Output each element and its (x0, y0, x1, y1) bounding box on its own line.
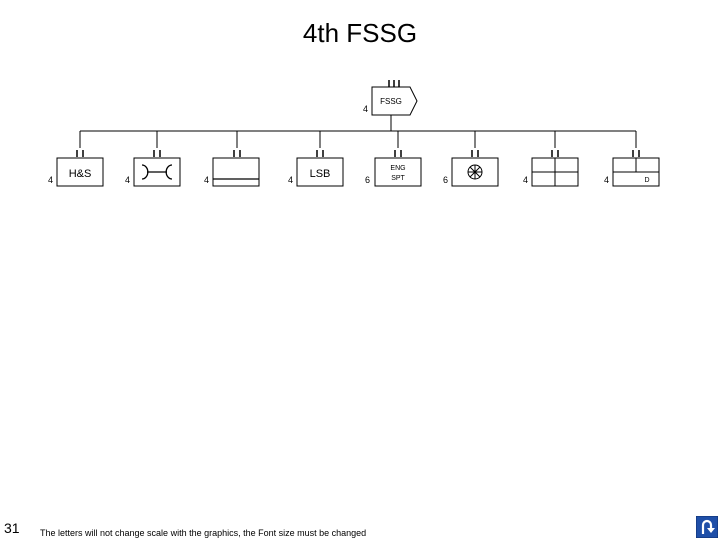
dental-cross-icon (613, 158, 659, 173)
hq-box (371, 86, 418, 116)
hq-unit[interactable]: FSSG 4 (363, 80, 418, 116)
unit-lsb-box (296, 157, 344, 187)
unit-medical[interactable]: 4 (523, 150, 579, 187)
return-button[interactable] (695, 515, 719, 539)
unit-medical-echelon (551, 150, 559, 157)
unit-lsb-echelon (316, 150, 324, 157)
unit-hs-label: H&S (69, 168, 92, 180)
hq-count: 4 (363, 104, 368, 114)
unit-dental-label: D (644, 177, 649, 184)
wheel-symbol-icon (467, 164, 483, 180)
unit-maintenance[interactable]: 4 (204, 150, 260, 187)
connector-lines (79, 115, 637, 148)
unit-dental-echelon (632, 150, 640, 157)
supply-symbol-icon (141, 164, 173, 180)
return-arrow-icon (695, 515, 719, 539)
unit-medical-count: 4 (523, 175, 528, 185)
footer-note: The letters will not change scale with t… (40, 528, 367, 538)
unit-hs-echelon (76, 150, 84, 157)
unit-eng-spt-box (374, 157, 422, 187)
unit-supply-count: 4 (125, 175, 130, 185)
unit-supply[interactable]: 4 (125, 150, 181, 187)
unit-dental[interactable]: D 4 (604, 150, 660, 187)
unit-eng-spt-echelon (394, 150, 402, 157)
unit-motor-transport[interactable]: 6 (443, 150, 499, 187)
unit-eng-spt-label-line1: ENG (390, 165, 405, 172)
unit-eng-spt[interactable]: ENG SPT 6 (365, 150, 422, 187)
unit-supply-echelon (153, 150, 161, 157)
unit-eng-spt-count: 6 (365, 175, 370, 185)
unit-maintenance-count: 4 (204, 175, 209, 185)
unit-lsb-count: 4 (288, 175, 293, 185)
unit-dental-count: 4 (604, 175, 609, 185)
hq-echelon-marks (388, 80, 400, 87)
unit-lsb-label: LSB (310, 168, 331, 180)
unit-lsb[interactable]: LSB 4 (288, 150, 344, 187)
unit-eng-spt-label-line2: SPT (391, 175, 405, 182)
medical-cross-icon (532, 158, 578, 186)
unit-hs-box (56, 157, 104, 187)
unit-hs[interactable]: H&S 4 (48, 150, 104, 187)
unit-motor-transport-count: 6 (443, 175, 448, 185)
unit-maintenance-box (212, 157, 260, 187)
unit-motor-transport-echelon (471, 150, 479, 157)
unit-hs-count: 4 (48, 175, 53, 185)
page-number: 31 (4, 520, 20, 536)
unit-maintenance-echelon (233, 150, 241, 157)
hq-label: FSSG (380, 97, 402, 106)
chart-title: 4th FSSG (302, 18, 418, 48)
